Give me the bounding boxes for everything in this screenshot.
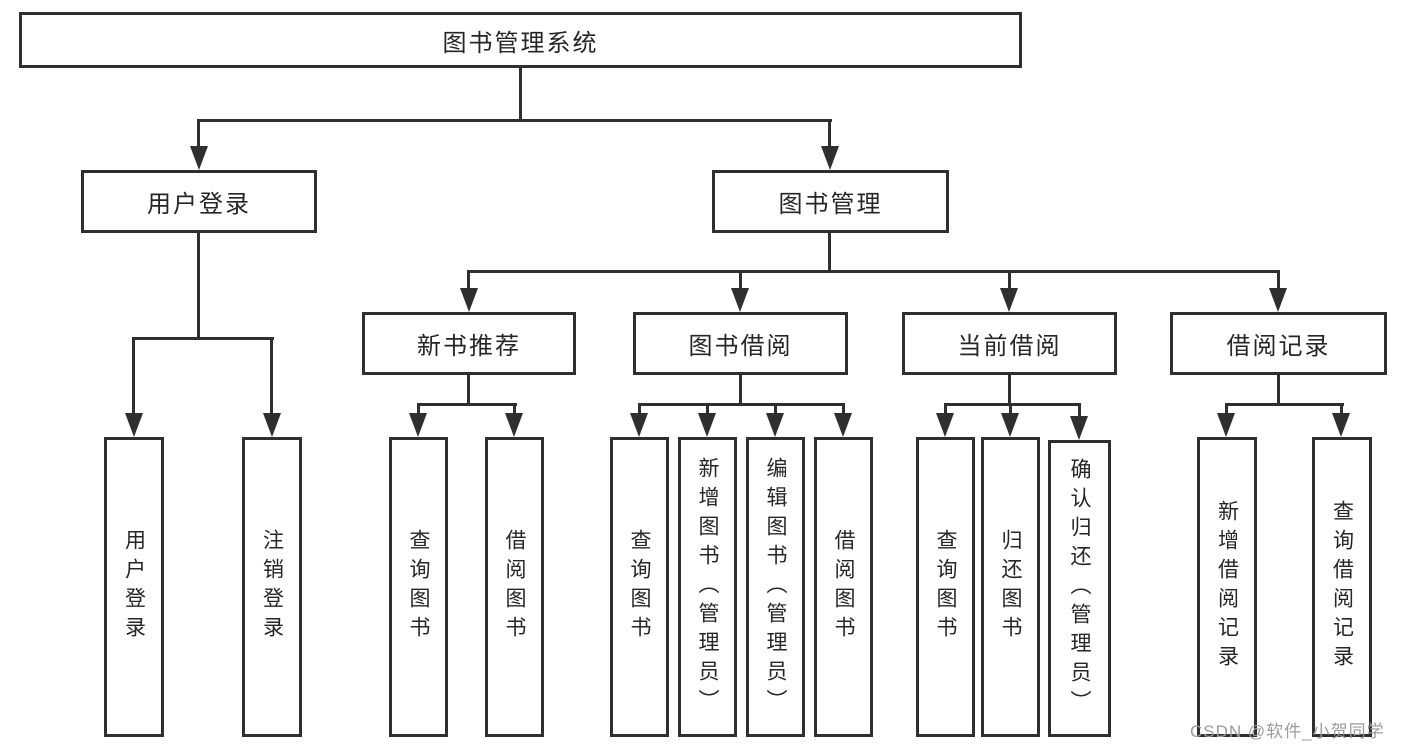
arrow-down-icon xyxy=(731,288,749,312)
leaf-borrowing-query-books: 查询图书 xyxy=(610,437,669,737)
leaf-recommend-borrow-books: 借阅图书 xyxy=(485,437,544,737)
connector-line xyxy=(739,270,742,290)
connector-line xyxy=(197,233,200,340)
arrow-down-icon xyxy=(821,146,839,170)
connector-line xyxy=(739,375,742,406)
node-label: 查询借阅记录 xyxy=(1330,500,1354,674)
node-new-book-recommend: 新书推荐 xyxy=(362,312,576,375)
leaf-confirm-return-admin: 确认归还（管理员） xyxy=(1048,440,1111,737)
node-user-login: 用户登录 xyxy=(81,170,317,233)
leaf-query-borrow-record: 查询借阅记录 xyxy=(1312,437,1372,737)
node-label: 用户登录 xyxy=(147,191,251,218)
leaf-recommend-query-books: 查询图书 xyxy=(389,437,448,737)
node-label: 编辑图书（管理员） xyxy=(764,456,787,718)
arrow-down-icon xyxy=(766,413,784,437)
arrow-down-icon xyxy=(834,413,852,437)
connector-line xyxy=(774,403,777,417)
node-label: 归还图书 xyxy=(999,529,1022,645)
connector-line xyxy=(828,119,831,149)
arrow-down-icon xyxy=(409,413,427,437)
arrow-down-icon xyxy=(1269,288,1287,312)
arrow-down-icon xyxy=(263,413,281,437)
node-label: 新书推荐 xyxy=(417,333,521,360)
arrow-down-icon xyxy=(190,146,208,170)
node-book-management: 图书管理 xyxy=(712,170,949,233)
leaf-return-books: 归还图书 xyxy=(981,437,1040,737)
arrow-down-icon xyxy=(1217,413,1235,437)
connector-line xyxy=(638,403,845,406)
connector-line xyxy=(1009,403,1012,417)
connector-line xyxy=(706,403,709,417)
node-label: 新增借阅记录 xyxy=(1215,500,1239,674)
connector-line xyxy=(513,403,516,417)
connector-line xyxy=(828,233,831,273)
arrow-down-icon xyxy=(1000,288,1018,312)
connector-line xyxy=(417,403,420,417)
connector-line xyxy=(1277,270,1280,290)
connector-line xyxy=(1340,403,1343,417)
leaf-edit-books-admin: 编辑图书（管理员） xyxy=(746,437,805,737)
leaf-logout: 注销登录 xyxy=(242,437,302,737)
node-label: 查询图书 xyxy=(934,529,957,645)
node-current-borrowing: 当前借阅 xyxy=(902,312,1117,375)
node-library-management-system: 图书管理系统 xyxy=(19,12,1022,68)
connector-line xyxy=(197,119,200,149)
arrow-down-icon xyxy=(936,413,954,437)
connector-line xyxy=(467,270,470,290)
arrow-down-icon xyxy=(1001,413,1019,437)
connector-line xyxy=(944,403,947,417)
arrow-down-icon xyxy=(698,413,716,437)
node-label: 借阅记录 xyxy=(1226,333,1331,360)
connector-line xyxy=(1225,403,1344,406)
node-label: 查询图书 xyxy=(628,529,651,645)
connector-line xyxy=(1277,375,1280,406)
connector-line xyxy=(467,270,1280,273)
leaf-add-books-admin: 新增图书（管理员） xyxy=(678,437,737,737)
arrow-down-icon xyxy=(1070,416,1088,440)
node-label: 当前借阅 xyxy=(957,333,1062,360)
leaf-borrow-books: 借阅图书 xyxy=(814,437,873,737)
connector-line xyxy=(132,337,135,415)
node-label: 注销登录 xyxy=(260,529,284,645)
connector-line xyxy=(1225,403,1228,417)
connector-line xyxy=(638,403,641,417)
arrow-down-icon xyxy=(1332,413,1350,437)
node-label: 图书管理系统 xyxy=(442,29,599,57)
node-label: 借阅图书 xyxy=(832,529,855,645)
node-label: 图书借阅 xyxy=(688,333,793,360)
connector-line xyxy=(1078,403,1081,420)
node-label: 查询图书 xyxy=(407,529,430,645)
connector-line xyxy=(519,66,522,122)
csdn-watermark: CSDN @软件_小贺同学 xyxy=(1190,722,1385,741)
arrow-down-icon xyxy=(630,413,648,437)
node-label: 用户登录 xyxy=(122,529,146,645)
connector-line xyxy=(842,403,845,417)
connector-line xyxy=(270,337,273,415)
connector-line xyxy=(417,403,517,406)
connector-line xyxy=(944,403,1081,406)
connector-line xyxy=(467,375,470,406)
connector-line xyxy=(1008,375,1011,406)
arrow-down-icon xyxy=(125,413,143,437)
leaf-add-borrow-record: 新增借阅记录 xyxy=(1197,437,1257,737)
node-label: 新增图书（管理员） xyxy=(696,456,719,718)
connector-line xyxy=(132,337,274,340)
arrow-down-icon xyxy=(505,413,523,437)
connector-line xyxy=(1008,270,1011,290)
leaf-user-login: 用户登录 xyxy=(104,437,164,737)
node-label: 确认归还（管理员） xyxy=(1068,458,1091,719)
arrow-down-icon xyxy=(460,288,478,312)
node-borrowing-records: 借阅记录 xyxy=(1170,312,1387,375)
node-label: 图书管理 xyxy=(778,191,883,218)
node-book-borrowing: 图书借阅 xyxy=(633,312,848,375)
connector-line xyxy=(197,119,832,122)
leaf-current-query-books: 查询图书 xyxy=(916,437,975,737)
node-label: 借阅图书 xyxy=(503,529,526,645)
